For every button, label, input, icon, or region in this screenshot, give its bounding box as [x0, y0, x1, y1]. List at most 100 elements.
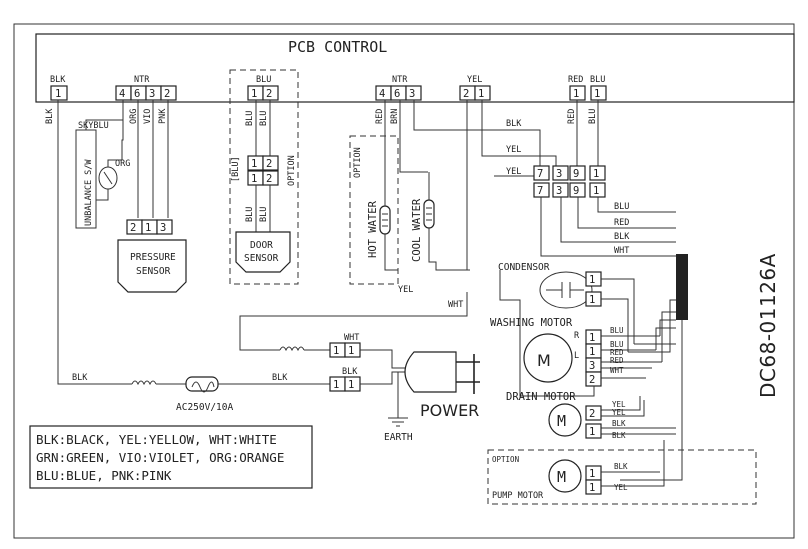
pressure-sensor-line2: SENSOR — [136, 266, 171, 277]
wire-label: WHT — [344, 333, 359, 343]
legend-line: GRN:GREEN, VIO:VIOLET, ORG:ORANGE — [36, 450, 284, 465]
pin-label: 3 — [556, 168, 562, 180]
unbalance-switch-box — [75, 129, 97, 229]
option-label: OPTION — [287, 155, 297, 186]
wire-label: YEL — [506, 145, 521, 155]
pin-label: 4 — [119, 88, 125, 100]
wire-label: BLU — [610, 340, 624, 349]
pin-label: 2 — [266, 158, 272, 170]
wire — [628, 299, 676, 353]
pin-label: 1 — [589, 332, 595, 344]
pin-box — [262, 155, 279, 171]
option-label: OPTION — [353, 147, 363, 178]
pin-label: 2 — [463, 88, 469, 100]
pin-label: 1 — [593, 185, 599, 197]
pin-label: 1 — [333, 345, 339, 357]
pin-label: 1 — [589, 346, 595, 358]
pin-label: 6 — [134, 88, 140, 100]
fuse-icon — [185, 376, 219, 393]
wire — [360, 349, 414, 385]
motor-symbol: M — [537, 351, 551, 370]
hot-water-option-box — [349, 135, 399, 285]
wire-label: BLK — [614, 462, 628, 471]
wire-label: YEL — [614, 483, 628, 492]
wire-yel-mid — [481, 100, 557, 168]
condensor-connectors: 1 1 — [585, 271, 602, 307]
condensor-icon — [539, 271, 593, 309]
wire-label: RED — [610, 348, 624, 357]
pin-box — [589, 165, 606, 181]
relay-block-top: 7 3 9 1 — [533, 165, 606, 181]
drain-motor-icon — [548, 403, 582, 437]
pin-label: 1 — [333, 379, 339, 391]
wire-label: WHT — [614, 246, 629, 256]
drain-motor-label: DRAIN MOTOR — [506, 391, 576, 403]
wire — [601, 396, 676, 435]
pin-label: 1 — [594, 88, 600, 100]
wire-blu-pair-lower — [255, 185, 271, 232]
outer-frame — [13, 23, 795, 539]
washing-motor-icon — [523, 333, 573, 383]
pin-label: 1 — [251, 158, 257, 170]
connector-red: RED 1 — [568, 75, 586, 101]
wire-label: BLK — [506, 119, 522, 129]
cool-water-valve-label: COOL WATER — [411, 198, 423, 262]
pin-box — [533, 165, 550, 181]
door-sensor-line2: SENSOR — [244, 253, 279, 264]
condensor-label: CONDENSOR — [498, 262, 550, 273]
door-sensor-body — [235, 231, 291, 273]
wire-label: YEL — [398, 285, 413, 295]
wire-label: YEL — [612, 408, 626, 417]
door-connectors: 1 2 1 2 — [247, 155, 279, 186]
wire-label: YEL — [612, 400, 626, 409]
pin-label: 1 — [589, 294, 595, 306]
wire-wht — [239, 100, 468, 351]
wire — [620, 320, 683, 481]
wire-label: BLK — [72, 373, 88, 383]
pin-label: 1 — [593, 168, 599, 180]
pin-label: 2 — [589, 408, 595, 420]
pressure-sensor-line1: PRESSURE — [130, 252, 176, 263]
pin-box — [585, 405, 602, 421]
wire-label: BLU — [610, 326, 624, 335]
pin-label: 4 — [379, 88, 385, 100]
pin-label: 1 — [573, 88, 579, 100]
drain-motor-connectors: 2 1 — [585, 405, 602, 439]
connector-blk-label: BLK — [50, 75, 66, 85]
wire-label: ORG — [129, 109, 139, 124]
power-label: POWER — [420, 401, 479, 420]
wire-label: BLU — [245, 111, 255, 126]
wire — [601, 440, 665, 487]
pin-label: 1 — [55, 88, 61, 100]
pin-box — [585, 479, 602, 495]
wire-blk-main — [57, 100, 132, 385]
wire-label: WHT — [448, 300, 463, 310]
pin-label: 9 — [573, 185, 579, 197]
wire-red — [384, 100, 398, 271]
connector-yel: YEL 2 1 — [459, 75, 491, 101]
pin-label: 1 — [251, 173, 257, 185]
relay-block-bottom: 7 3 9 1 — [533, 182, 606, 198]
wire — [121, 100, 124, 160]
wire-label: BLU — [588, 109, 598, 124]
pin-box — [50, 85, 68, 101]
pump-option-box — [487, 449, 757, 505]
pin-label: 3 — [149, 88, 155, 100]
pin-label: 1 — [251, 88, 257, 100]
pin-box — [585, 423, 602, 439]
earth-label: EARTH — [384, 432, 413, 443]
document-code: DC68-01126A — [756, 253, 780, 398]
wire-label: WHT — [610, 366, 624, 375]
unbalance-switch-label: UNBALANCE S/W — [84, 159, 94, 226]
wire-harness-blk — [560, 197, 676, 243]
wire-blk-mid — [413, 100, 541, 168]
pump-motor-icon — [548, 459, 582, 493]
pin-label: 3 — [589, 360, 595, 372]
pin-label: 2 — [589, 374, 595, 386]
wire-label: SKYBLU — [78, 121, 109, 131]
pin-label: 1 — [348, 345, 354, 357]
wire — [499, 270, 595, 397]
washing-motor-connectors: 1 1 3 2 — [585, 329, 602, 387]
